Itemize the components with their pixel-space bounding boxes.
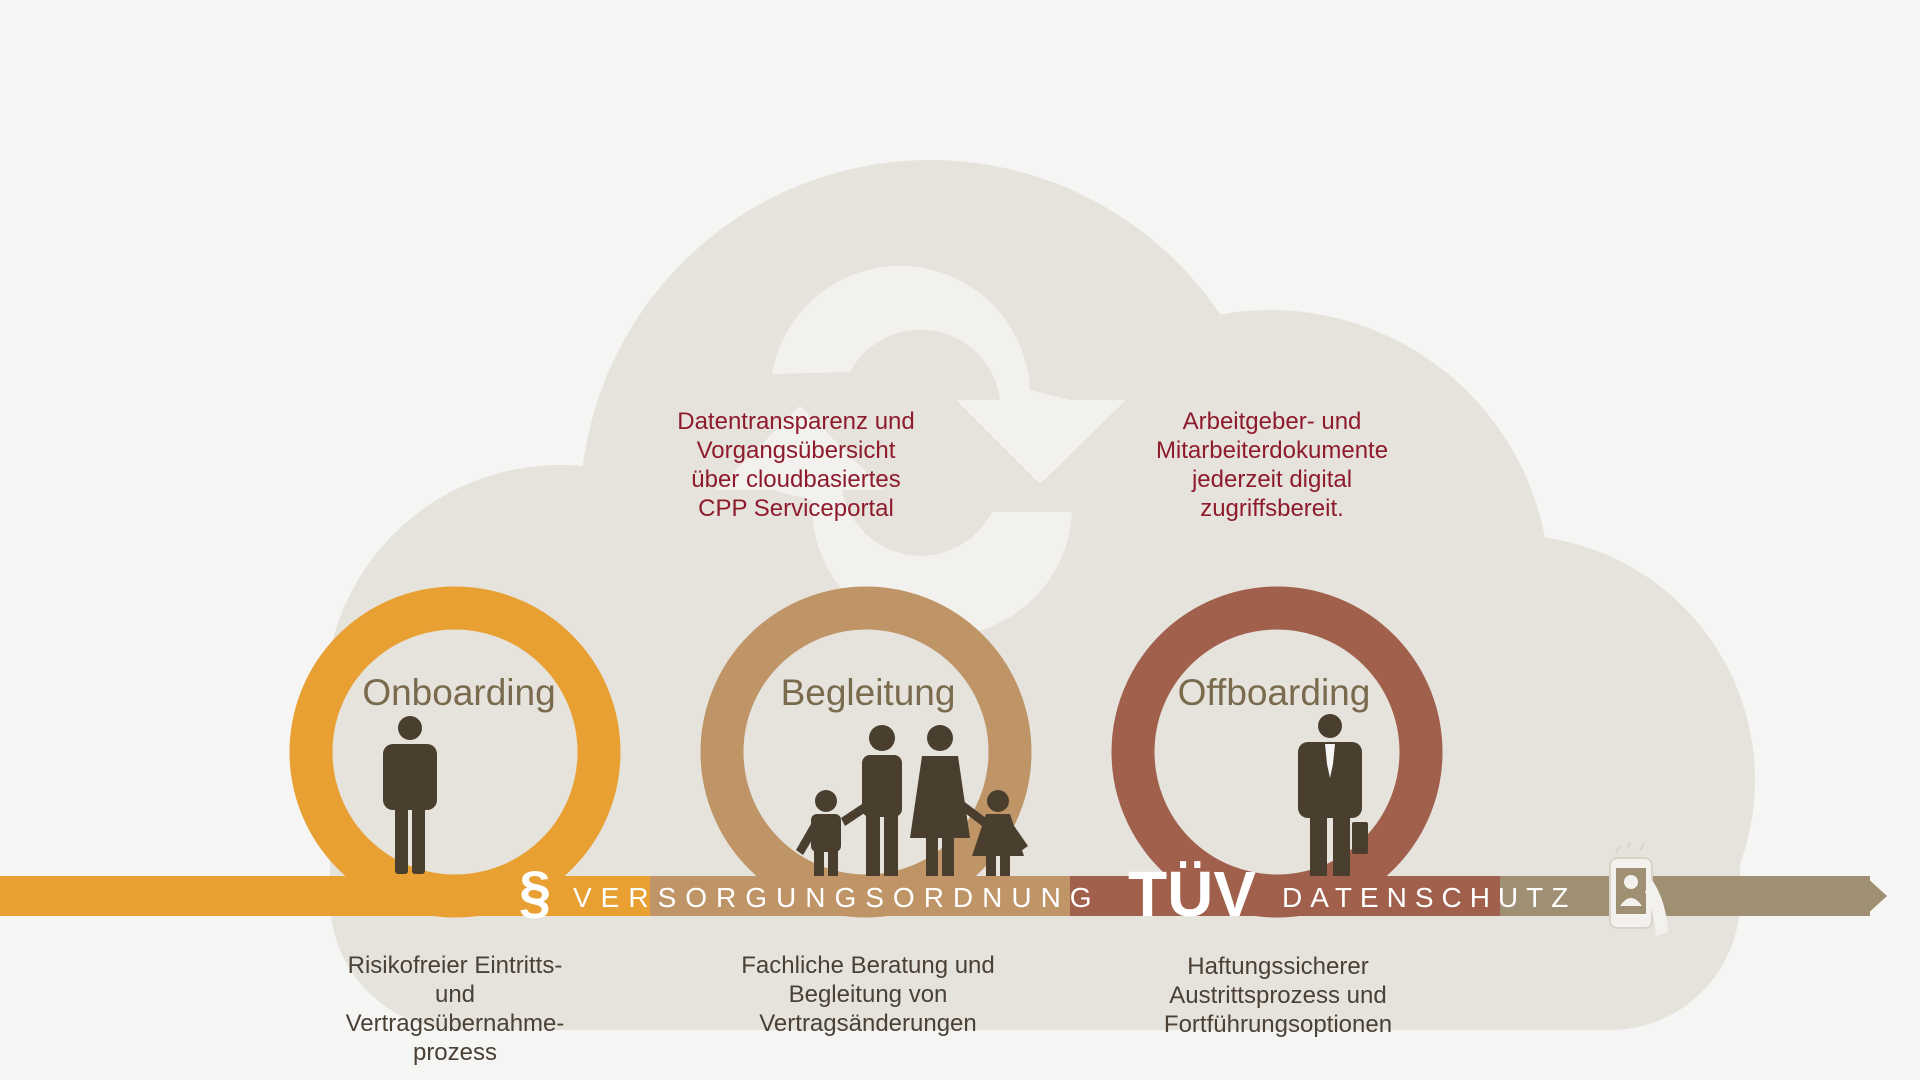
offboarding-caption-line: Haftungssicherer [1187, 953, 1369, 980]
portal-highlight-line: Vorgangsübersicht [696, 437, 896, 464]
begleitung-caption: Fachliche Beratung und Begleitung von Ve… [718, 951, 1018, 1038]
tuev-label: TÜV [1128, 858, 1256, 930]
onboarding-caption-line: und [434, 981, 476, 1008]
offboarding-caption-line: Fortführungsoptionen [1163, 1011, 1393, 1038]
documents-highlight-line: Arbeitgeber- und [1182, 408, 1362, 435]
datenschutz-label: DATENSCHUTZ [1282, 882, 1576, 913]
documents-highlight-line: zugriffsbereit. [1200, 495, 1344, 522]
portal-highlight: Datentransparenz und Vorgangsübersicht ü… [646, 407, 946, 523]
offboarding-caption-line: Austrittsprozess und [1169, 982, 1387, 1009]
mobile-user-icon [1609, 841, 1668, 936]
portal-highlight-line: über cloudbasiertes [691, 466, 901, 493]
process-band [0, 876, 1887, 916]
documents-highlight-line: Mitarbeiterdokumente [1155, 437, 1389, 464]
onboarding-caption-line: Risikofreier Eintritts- [347, 952, 563, 979]
paragraph-symbol: § [519, 860, 551, 925]
onboarding-caption: Risikofreier Eintritts- und Vertragsüber… [310, 951, 600, 1067]
portal-highlight-line: Datentransparenz und [677, 408, 915, 435]
sync-arrows-icon [716, 265, 1126, 637]
begleitung-caption-line: Begleitung von [788, 981, 948, 1008]
documents-highlight: Arbeitgeber- und Mitarbeiterdokumente je… [1127, 407, 1417, 523]
documents-highlight-line: jederzeit digital [1191, 466, 1353, 493]
begleitung-caption-line: Fachliche Beratung und [741, 952, 995, 979]
businessman-with-briefcase-icon [1298, 714, 1368, 880]
begleitung-caption-line: Vertragsänderungen [759, 1010, 977, 1037]
stage-title-onboarding: Onboarding [362, 672, 555, 713]
person-icon [383, 716, 437, 874]
stage-title-begleitung: Begleitung [781, 672, 956, 713]
offboarding-caption: Haftungssicherer Austrittsprozess und Fo… [1128, 952, 1428, 1039]
versorgungsordnung-label: VERSORGUNGSORDNUNG [573, 882, 1101, 913]
onboarding-caption-line: prozess [412, 1039, 498, 1066]
family-icon [796, 725, 1028, 883]
onboarding-caption-line: Vertragsübernahme- [345, 1010, 565, 1037]
portal-highlight-line: CPP Serviceportal [698, 495, 894, 522]
stage-title-offboarding: Offboarding [1178, 672, 1371, 713]
